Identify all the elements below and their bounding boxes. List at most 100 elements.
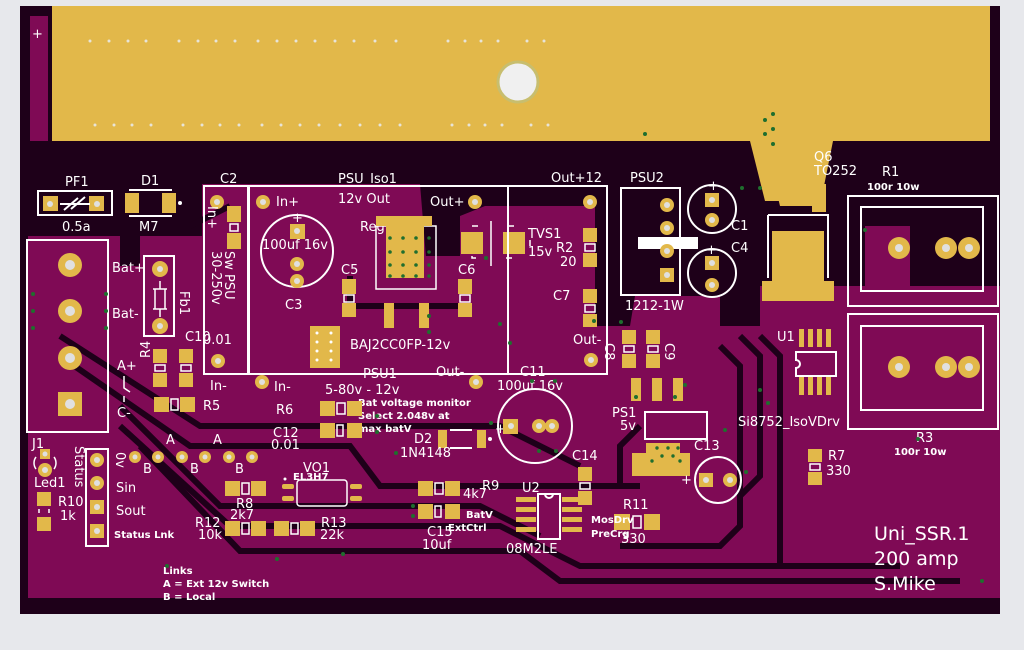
r13-resistor: R13 22k	[274, 516, 347, 543]
r4-ref: R4	[139, 341, 154, 358]
u2-ref: U2	[522, 481, 540, 496]
sw-psu: C2 In+ Sw PSU 30-250v 0.01 In-	[203, 172, 249, 394]
status-led: J1 Led1 Status R10 1k	[31, 437, 86, 531]
links-title: Links	[163, 566, 193, 577]
r5-ref: R5	[203, 399, 220, 414]
terminal-block: Bat+ Bat- A+ C-	[26, 239, 145, 433]
status-label: Status	[71, 446, 86, 488]
links-b-note: B = Local	[163, 592, 215, 603]
c5-ref: C5	[341, 263, 358, 278]
sw-psu-in-plus: In+	[204, 206, 219, 229]
u2-microcontroller: U2 08M2LE BatV ExtCtrl MosDrv PreCrg	[448, 481, 634, 557]
c12-ref: C12	[273, 426, 299, 441]
c7-ref: C7	[553, 289, 570, 304]
c3-capacitor: + 100uf 16v C3	[260, 211, 334, 313]
led1-ref: Led1	[34, 476, 66, 491]
u1-ref: U1	[777, 330, 795, 345]
u2-pin-precrg: PreCrg	[591, 529, 629, 540]
pin-0v: 0v	[112, 452, 127, 468]
d1-ref: D1	[141, 174, 159, 189]
pf1-ref: PF1	[65, 175, 89, 190]
r11-resistor: R11 330	[614, 498, 660, 547]
tvs1-value: 15v	[528, 245, 553, 260]
psu-iso1-out-label: 12v Out	[338, 192, 390, 207]
c4-polarity: +	[706, 243, 717, 258]
q6-package: TO252	[813, 164, 857, 179]
sw-psu-label: Sw PSU	[221, 251, 236, 300]
c3-ref: C3	[285, 298, 302, 313]
q6-vias	[643, 112, 775, 190]
pf1-value: 0.5a	[62, 220, 91, 235]
r12-ref: R12	[195, 516, 221, 531]
tvs1-ref: TVS1	[527, 227, 561, 242]
pin-sout: Sout	[116, 504, 146, 519]
tvs1-diode: TVS1 15v	[461, 221, 561, 266]
board-rating: 200 amp	[874, 548, 959, 570]
r1-resistor: R1 100r 10w	[847, 165, 999, 307]
psu-iso1: PSU_Iso1 12v Out In+ Out+ In- Out- BAJ2C…	[248, 172, 608, 398]
psu-iso1-in-plus: In+	[276, 195, 299, 210]
ps1-regulator: PS1 5v	[612, 378, 708, 476]
c10-value: 0.01	[203, 333, 232, 348]
r9-value: 4k7	[463, 487, 487, 502]
r13-ref: R13	[321, 516, 347, 531]
psu-iso1-range: 5-80v - 12v	[325, 383, 400, 398]
c3-polarity: +	[292, 211, 303, 226]
heatsink-vias	[88, 39, 550, 127]
r8-resistor: R8 2k7	[225, 481, 266, 523]
bat-plus-label: Bat+	[112, 261, 145, 276]
psu1-ref: PSU1	[363, 367, 397, 382]
psu2-module: PSU2 1212-1W	[620, 171, 698, 314]
a-plus-label: A+	[117, 359, 137, 374]
c15-ref: C15	[427, 525, 453, 540]
pf1-fuse: PF1 0.5a	[37, 175, 113, 235]
r3-resistor: R3 100r 10w	[847, 313, 999, 458]
r6-resistor: R6	[276, 401, 362, 418]
psu-iso1-out-plus: Out+	[430, 195, 464, 210]
d2-value: 1N4148	[400, 446, 451, 461]
u2-value: 08M2LE	[506, 542, 558, 557]
d2-ref: D2	[414, 432, 432, 447]
r8-value: 2k7	[230, 508, 254, 523]
u1-isolator: U1 Si8752_IsoVDrv	[738, 329, 840, 430]
r11-ref: R11	[623, 498, 649, 513]
c6-capacitor: C6	[458, 263, 475, 317]
r11-value: 330	[621, 532, 646, 547]
links-a-note: A = Ext 12v Switch	[163, 579, 269, 590]
c15-capacitor: C15 10uf	[418, 504, 460, 553]
c10-ref: C10	[185, 330, 211, 345]
c11-capacitor: C11 100uf 16v +	[495, 365, 573, 464]
ps1-ref: PS1	[612, 406, 636, 421]
status-header: 0v Sin Sout Status Lnk	[85, 448, 175, 547]
d1-diode: D1 M7	[125, 174, 182, 235]
c14-ref: C14	[572, 449, 598, 464]
c13-polarity: +	[681, 473, 692, 488]
board-author: S.Mike	[874, 573, 936, 595]
r7-ref: R7	[828, 449, 845, 464]
pin-sin: Sin	[116, 481, 136, 496]
d1-value: M7	[139, 220, 159, 235]
c13-capacitor: C13 +	[681, 439, 742, 504]
r9-resistor: R9 4k7	[418, 479, 499, 502]
c6-ref: C6	[458, 263, 475, 278]
link-a-1: A	[166, 433, 175, 448]
bat-note-line2: Select 2.048v at	[358, 411, 450, 422]
r4-resistor: R4	[139, 341, 193, 387]
r1-ref: R1	[882, 165, 899, 180]
mounting-hole	[496, 60, 540, 104]
u2-pin-extctrl: ExtCtrl	[448, 523, 487, 534]
r2-value: 20	[560, 255, 577, 270]
r9-ref: R9	[482, 479, 499, 494]
u1-value: Si8752_IsoVDrv	[738, 415, 840, 430]
u2-pin-batv: BatV	[466, 510, 493, 521]
c11-polarity: +	[495, 422, 506, 437]
bat-minus-label: Bat-	[112, 307, 139, 322]
c3-value: 100uf 16v	[262, 238, 328, 253]
vo1-ref: VO1	[303, 461, 330, 476]
r6-ref: R6	[276, 403, 293, 418]
r1-value: 100r 10w	[867, 182, 919, 193]
c9-ref: C9	[661, 343, 676, 360]
r10-ref: R10	[58, 495, 84, 510]
psu-iso1-module: BAJ2CC0FP-12v	[350, 338, 451, 353]
u2-pin-mosdrv: MosDrv	[591, 515, 634, 526]
